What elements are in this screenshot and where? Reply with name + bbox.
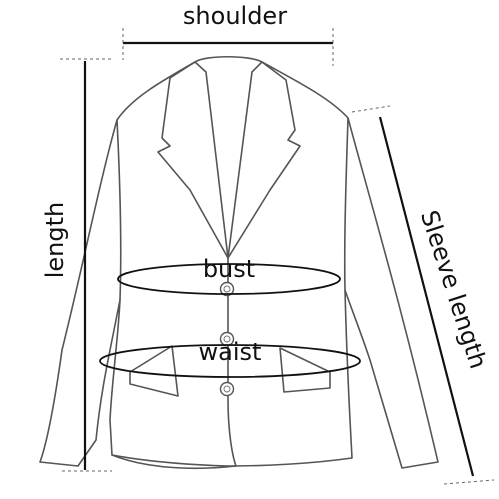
label-length: length — [41, 202, 69, 279]
right-pocket-flap — [279, 347, 331, 393]
jacket-left-body — [39, 61, 229, 467]
button-top — [219, 281, 235, 297]
length-measure — [60, 58, 112, 472]
label-sleeve-length: Sleeve length — [415, 207, 492, 372]
shoulder-measure — [122, 28, 334, 66]
left-pocket-flap — [129, 345, 179, 397]
right-armhole-seam — [343, 117, 349, 291]
hem-curve — [111, 454, 237, 470]
right-lapel — [227, 61, 301, 259]
waist-measure-ring — [99, 344, 361, 378]
collar-back — [194, 56, 263, 63]
jacket-buttons — [219, 281, 235, 397]
label-shoulder: shoulder — [183, 2, 287, 30]
button-bottom — [219, 381, 235, 397]
front-opening — [227, 257, 237, 467]
bust-measure-ring — [117, 263, 341, 295]
sleeve-length-measure — [351, 105, 495, 485]
left-armhole-seam — [116, 119, 122, 301]
label-bust: bust — [203, 255, 255, 283]
jacket-outline — [39, 56, 439, 470]
label-waist: waist — [199, 338, 262, 366]
left-lapel — [157, 61, 229, 259]
